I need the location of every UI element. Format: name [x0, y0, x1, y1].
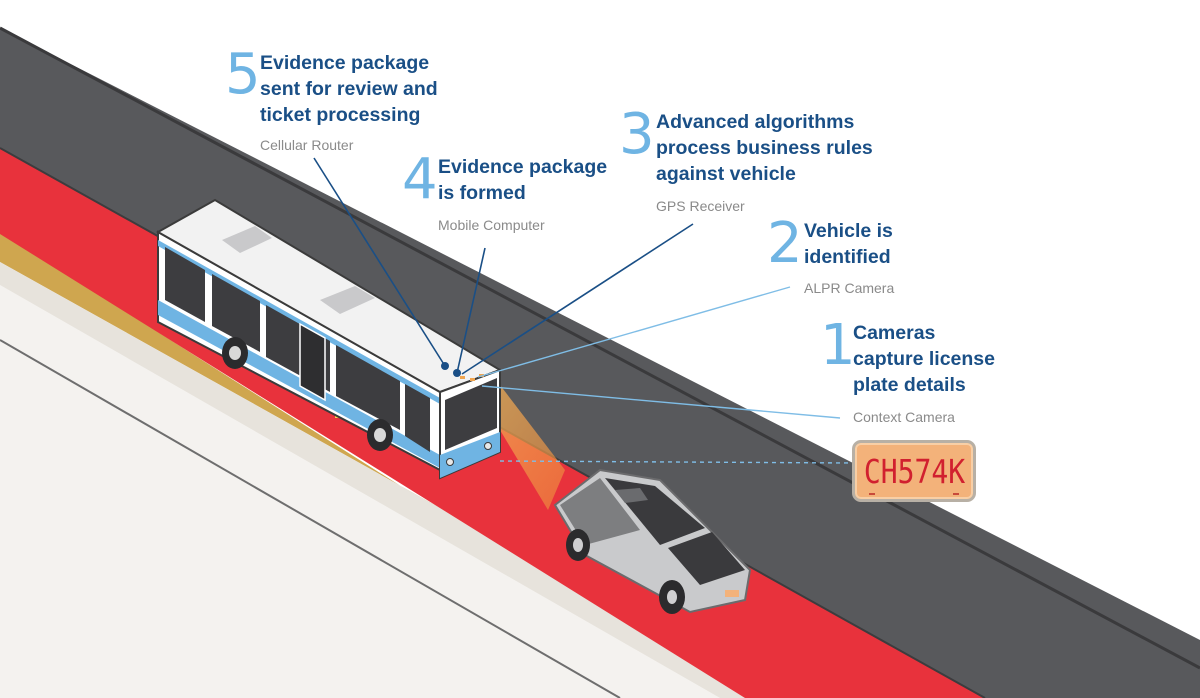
step-2-title: Vehicle is identified — [804, 218, 893, 270]
leader-line-3 — [461, 223, 694, 375]
step-1-number: 1 — [820, 313, 856, 378]
license-plate-callout: CH574K — [852, 440, 976, 502]
step-5-title-line-2: sent for review and — [260, 78, 438, 100]
car-license-plate — [725, 590, 739, 597]
step-1-device-label: Context Camera — [853, 409, 955, 425]
leader-line-4 — [456, 247, 486, 374]
bus — [155, 198, 503, 480]
step-3-device-label: GPS Receiver — [656, 198, 745, 214]
step-2-title-line-2: identified — [804, 246, 891, 268]
leader-line-2 — [477, 286, 791, 378]
step-5-title: Evidence package sent for review and tic… — [260, 50, 438, 128]
license-plate-text: CH574K — [863, 452, 966, 491]
leader-line-1 — [481, 385, 841, 419]
step-4-title: Evidence package is formed — [438, 154, 607, 206]
camera-marker — [460, 376, 465, 379]
step-1-title-line-1: Cameras — [853, 322, 936, 344]
step-4-number: 4 — [402, 147, 438, 212]
step-4-title-line-2: is formed — [438, 182, 526, 204]
step-3-number: 3 — [619, 102, 655, 167]
step-1-title: Cameras capture license plate details — [853, 320, 995, 398]
step-1-title-line-2: capture license — [853, 348, 995, 370]
road-edge-line — [0, 26, 1200, 670]
plate-dashed-line — [499, 460, 853, 464]
sidewalk-line — [0, 339, 621, 698]
step-3-title-line-3: against vehicle — [656, 163, 796, 185]
plate-mark-left — [869, 493, 875, 495]
step-5-number: 5 — [225, 42, 261, 107]
step-3-title-line-1: Advanced algorithms — [656, 111, 855, 133]
step-5-title-line-1: Evidence package — [260, 52, 430, 74]
step-3-title-line-2: process business rules — [656, 137, 873, 159]
step-4-title-line-1: Evidence package — [438, 156, 608, 178]
leader-lines — [313, 157, 853, 464]
road — [0, 28, 1200, 698]
step-2-device-label: ALPR Camera — [804, 280, 895, 296]
step-2-title-line-1: Vehicle is — [804, 220, 893, 242]
car — [553, 468, 752, 614]
step-2-number: 2 — [767, 211, 803, 276]
step-5-title-line-3: ticket processing — [260, 104, 421, 126]
step-1-title-line-3: plate details — [853, 374, 966, 396]
step-3-title: Advanced algorithms process business rul… — [656, 109, 873, 187]
plate-mark-right — [953, 493, 959, 495]
step-5-device-label: Cellular Router — [260, 137, 354, 153]
leader-line-5 — [313, 157, 446, 367]
step-4-device-label: Mobile Computer — [438, 217, 545, 233]
